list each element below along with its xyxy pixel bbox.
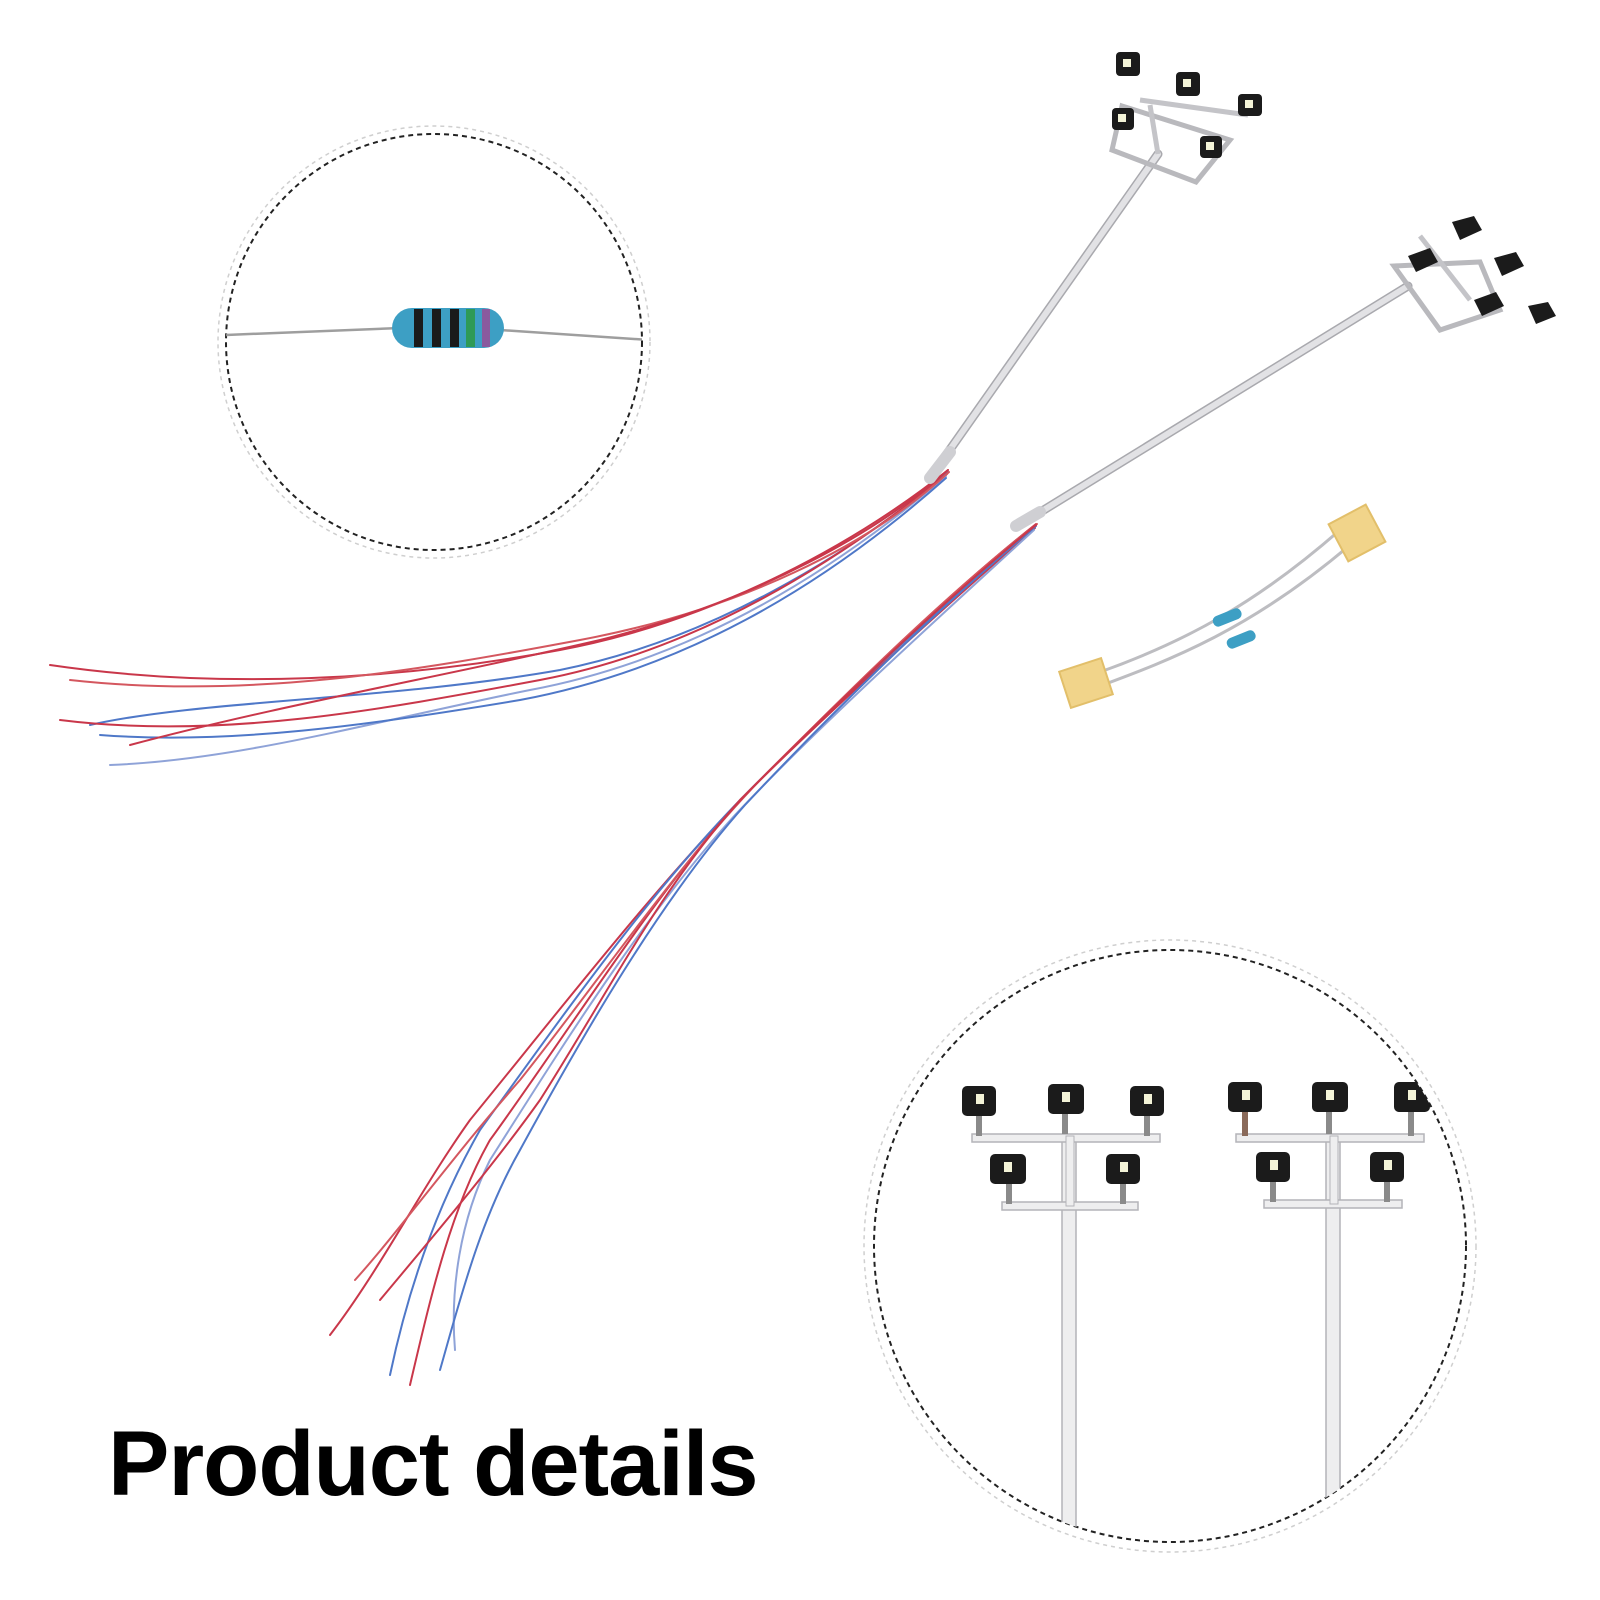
resistor-pair-with-pads [1057, 503, 1387, 710]
floodlight-pole-1 [924, 52, 1262, 484]
floodlight-poles-closeup-icon [863, 939, 1477, 1553]
floodlight-pole-2 [1010, 216, 1556, 532]
floodlight-lamp-icon [1116, 52, 1140, 76]
caption-product-details: Product details [108, 1413, 759, 1515]
floodlight-lamp-icon [1200, 136, 1222, 158]
resistor-closeup-icon [217, 125, 651, 559]
wire-bundle-left [49, 469, 950, 766]
floodlight-lamp-icon [1176, 72, 1200, 96]
floodlight-lamp-icon [1238, 94, 1262, 116]
floodlight-lamp-icon [1112, 108, 1134, 130]
wire-bundle-down [329, 523, 1038, 1386]
